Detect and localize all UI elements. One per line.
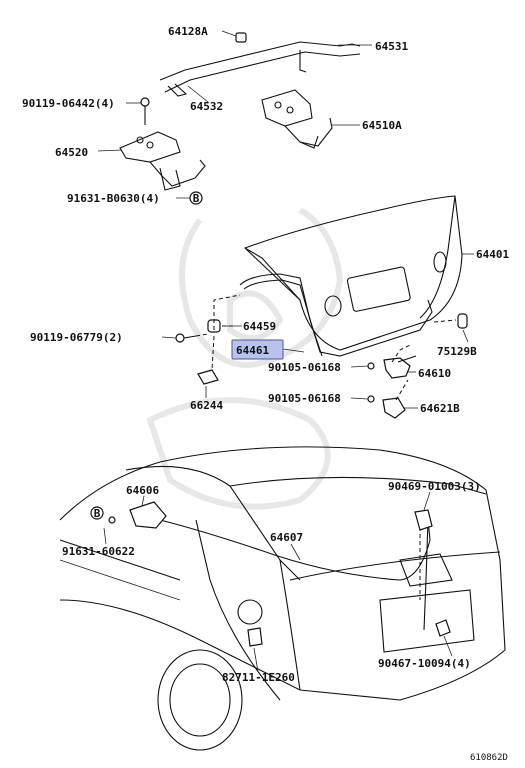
circle-b-letter-lower: B xyxy=(94,507,101,520)
label-91631-b0630[interactable]: 91631-B0630(4) xyxy=(67,192,160,205)
label-90105-06168-b[interactable]: 90105-06168 xyxy=(268,392,341,405)
clip-90469 xyxy=(414,509,433,531)
circle-b-marker: B xyxy=(189,191,203,205)
label-64607[interactable]: 64607 xyxy=(270,531,303,544)
diagram-code: 610862D xyxy=(470,753,508,763)
label-64610[interactable]: 64610 xyxy=(418,367,451,380)
hinge-left xyxy=(119,97,206,191)
circle-b-marker-lower: B xyxy=(90,506,104,520)
label-90119-06779[interactable]: 90119-06779(2) xyxy=(30,331,123,344)
label-64510a[interactable]: 64510A xyxy=(362,119,402,132)
label-64520[interactable]: 64520 xyxy=(55,146,88,159)
lock-64610 xyxy=(383,355,417,379)
cushion-75129b xyxy=(457,313,468,329)
highlight-64461 xyxy=(231,339,284,360)
label-75129b[interactable]: 75129B xyxy=(437,345,477,358)
label-64461[interactable]: 64461 xyxy=(236,344,269,357)
label-leaders xyxy=(97,30,474,673)
bolt-90119-06779 xyxy=(175,333,197,343)
plug-66244 xyxy=(197,369,219,385)
label-91631-60622[interactable]: 91631-60622 xyxy=(62,545,135,558)
label-90105-06168-a[interactable]: 90105-06168 xyxy=(268,361,341,374)
weatherstrip xyxy=(239,273,433,357)
trunk-lid xyxy=(243,195,463,351)
label-64621b[interactable]: 64621B xyxy=(420,402,460,415)
striker-64621b xyxy=(367,395,406,419)
watermark-emblem xyxy=(146,207,344,510)
bolt-90105-a xyxy=(367,362,375,370)
label-66244[interactable]: 66244 xyxy=(190,399,223,412)
label-64606[interactable]: 64606 xyxy=(126,484,159,497)
bolt-part xyxy=(140,97,150,107)
label-90469-01003[interactable]: 90469-01003(3) xyxy=(388,480,481,493)
label-64531[interactable]: 64531 xyxy=(375,40,408,53)
label-82711-1e260[interactable]: 82711-1E260 xyxy=(222,671,295,684)
circle-b-letter: B xyxy=(193,192,200,205)
label-90467-10094[interactable]: 90467-10094(4) xyxy=(378,657,471,670)
hinge-right xyxy=(261,89,333,149)
label-64401[interactable]: 64401 xyxy=(476,248,509,261)
label-64532[interactable]: 64532 xyxy=(190,100,223,113)
label-64128a[interactable]: 64128A xyxy=(168,25,208,38)
guide-82711 xyxy=(247,627,263,647)
clip-90467 xyxy=(435,619,451,637)
label-64459[interactable]: 64459 xyxy=(243,320,276,333)
label-90119-06442[interactable]: 90119-06442(4) xyxy=(22,97,115,110)
bumper-part xyxy=(235,32,247,43)
opener-64606 xyxy=(108,501,167,529)
torsion-bar-assembly xyxy=(159,32,361,97)
cable-64607 xyxy=(159,519,431,631)
